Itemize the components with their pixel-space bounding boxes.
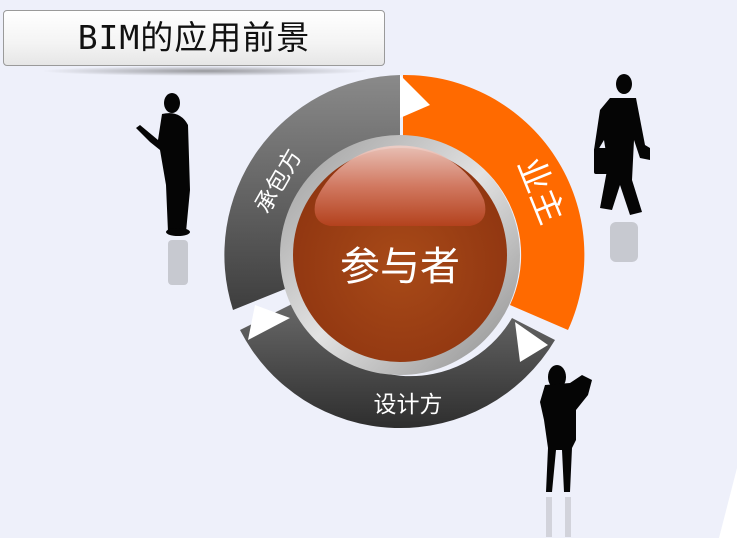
center-label: 参与者 bbox=[340, 244, 460, 290]
segment-owner bbox=[403, 74, 585, 330]
center-gloss bbox=[314, 145, 486, 226]
man-reading-figure bbox=[136, 93, 190, 236]
arrow-left-icon bbox=[248, 305, 290, 340]
slide-corner-edge bbox=[719, 468, 737, 538]
arrow-right-icon bbox=[515, 322, 548, 362]
segment-label-designer: 设计方 bbox=[374, 392, 443, 418]
arrow-top-icon bbox=[400, 75, 430, 118]
page-title: BIM的应用前景 bbox=[77, 18, 311, 57]
woman-with-child-figure bbox=[540, 365, 592, 492]
businessman-figure bbox=[594, 74, 650, 215]
segment-contractor bbox=[224, 75, 400, 310]
segment-designer bbox=[240, 300, 555, 429]
title-banner: BIM的应用前景 bbox=[3, 10, 385, 66]
title-shadow bbox=[40, 66, 370, 76]
